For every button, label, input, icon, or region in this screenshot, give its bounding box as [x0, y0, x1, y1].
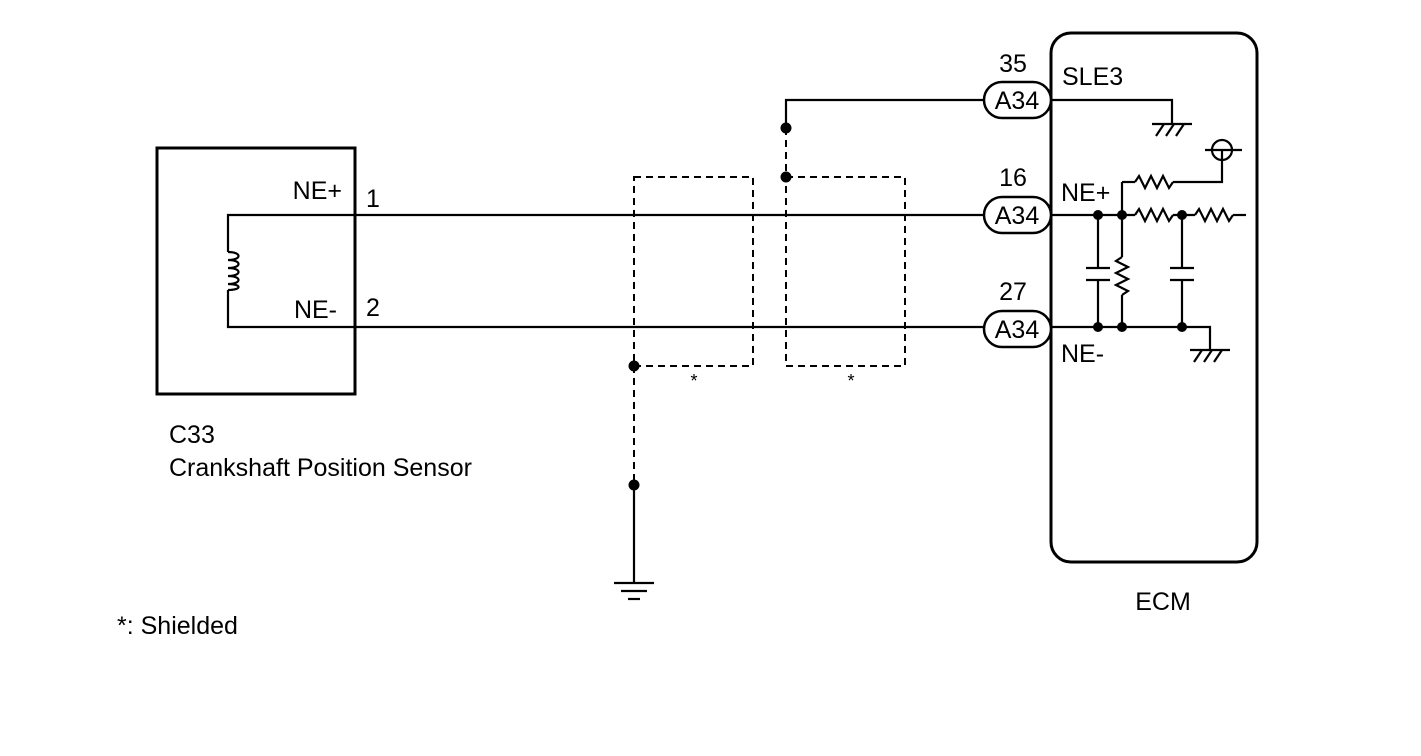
capacitor-icon	[1086, 215, 1110, 327]
shield-outline	[785, 176, 906, 367]
sensor-pin1-signal: NE+	[293, 177, 342, 205]
ecm-label: ECM	[1135, 588, 1191, 616]
sensor-pin2-signal: NE-	[294, 296, 337, 324]
capacitor-icon	[1170, 215, 1194, 327]
ecm-terminal-ne-minus: A34 27 NE-	[982, 278, 1104, 368]
junction-dot	[1117, 210, 1127, 220]
terminal-signal: SLE3	[1062, 63, 1123, 91]
junction-dot	[1177, 210, 1187, 220]
resistor-icon	[1134, 173, 1174, 191]
junction-dot	[780, 171, 792, 183]
terminal-pin: 35	[999, 50, 1027, 78]
shield-right: *	[780, 128, 906, 391]
junction-dot	[1093, 322, 1103, 332]
harness-wires	[355, 98, 984, 329]
terminal-signal: NE+	[1061, 179, 1110, 207]
sensor-box	[155, 146, 357, 396]
resistor-icon	[1194, 206, 1234, 224]
ecm-terminal-ne-plus: A34 16 NE+	[982, 164, 1110, 235]
shield-legend: *: Shielded	[117, 612, 238, 640]
shield-marker: *	[690, 371, 697, 391]
shield-outline	[633, 176, 754, 367]
ground-icon	[1152, 122, 1192, 137]
ecm-terminal-sle3: A34 35 SLE3	[982, 50, 1192, 137]
shield-left: *	[614, 176, 754, 601]
internal-wire	[1173, 150, 1224, 184]
ecm-input-circuit	[1051, 138, 1246, 363]
connector-label: A34	[995, 87, 1040, 115]
ecm: ECM A34 35 SLE3 A34 16 NE+ A34	[982, 31, 1259, 616]
internal-wire	[1051, 98, 1174, 124]
sensor-pin2-number: 2	[366, 294, 380, 322]
junction-dot	[628, 360, 640, 372]
wire-sle3	[784, 98, 984, 128]
sensor-inner-wire-top	[226, 213, 355, 252]
sensor-c33: NE+ 1 NE- 2 C33 Crankshaft Position Sens…	[155, 146, 472, 482]
coil-icon	[227, 250, 240, 292]
sensor-pin1-number: 1	[366, 185, 380, 213]
junction-dot	[1093, 210, 1103, 220]
connector-label: A34	[995, 316, 1040, 344]
terminal-pin: 16	[999, 164, 1027, 192]
chassis-ground-icon	[614, 581, 654, 601]
terminal-signal: NE-	[1061, 340, 1104, 368]
resistor-icon	[1113, 256, 1131, 296]
sensor-inner-wire-bottom	[226, 290, 355, 329]
junction-dot	[1117, 322, 1127, 332]
connector-label: A34	[995, 202, 1040, 230]
shield-marker: *	[847, 371, 854, 391]
sensor-name-label: Crankshaft Position Sensor	[169, 454, 472, 482]
ecm-box	[1049, 31, 1259, 564]
connector-badge	[982, 309, 1053, 349]
sensor-id-label: C33	[169, 421, 215, 449]
terminal-pin: 27	[999, 278, 1027, 306]
ground-icon	[1190, 348, 1230, 363]
resistor-icon	[1134, 206, 1174, 224]
junction-dot	[1177, 322, 1187, 332]
internal-wire	[1051, 325, 1212, 350]
